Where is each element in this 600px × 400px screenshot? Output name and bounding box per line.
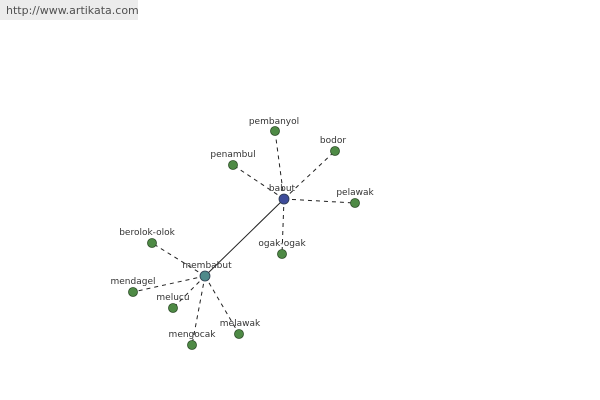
node-label-mengocak[interactable]: mengocak — [169, 330, 217, 340]
node-label-pelawak[interactable]: pelawak — [336, 188, 374, 198]
node-membabut[interactable] — [199, 270, 211, 282]
edge-babut-membabut — [204, 198, 285, 277]
node-label-melucu[interactable]: melucu — [156, 293, 189, 303]
node-pembanyol[interactable] — [270, 126, 280, 136]
node-mengocak[interactable] — [187, 340, 197, 350]
node-pelawak[interactable] — [350, 198, 360, 208]
site-url-link[interactable]: http://www.artikata.com — [6, 4, 139, 17]
node-label-mendagel[interactable]: mendagel — [111, 277, 156, 287]
node-label-penambul[interactable]: penambul — [210, 150, 255, 160]
edge-membabut-berolok-olok — [151, 242, 206, 277]
labels-layer: babut membabut pembanyol bodor penambul pelaw… — [111, 117, 375, 340]
node-penambul[interactable] — [228, 160, 238, 170]
node-mendagel[interactable] — [128, 287, 138, 297]
node-melawak[interactable] — [234, 329, 244, 339]
node-melucu[interactable] — [168, 303, 178, 313]
node-label-membabut[interactable]: membabut — [182, 261, 232, 271]
node-label-berolok-olok[interactable]: berolok-olok — [119, 228, 175, 238]
url-bar: http://www.artikata.com — [0, 0, 139, 20]
edges-layer — [132, 130, 356, 346]
edge-babut-pembanyol — [274, 130, 285, 200]
edge-babut-penambul — [232, 164, 285, 200]
node-ogak-ogak[interactable] — [277, 249, 287, 259]
edge-babut-pelawak — [283, 198, 356, 204]
edge-membabut-mengocak — [191, 275, 206, 346]
node-label-bodor[interactable]: bodor — [320, 136, 346, 146]
nodes-layer — [128, 126, 360, 350]
node-babut[interactable] — [278, 193, 290, 205]
edge-babut-bodor — [283, 150, 336, 200]
edge-membabut-melawak — [204, 275, 240, 335]
edge-babut-ogak-ogak — [281, 198, 285, 255]
node-bodor[interactable] — [330, 146, 340, 156]
node-label-melawak[interactable]: melawak — [220, 319, 261, 329]
node-label-pembanyol[interactable]: pembanyol — [249, 117, 299, 127]
node-label-ogak-ogak[interactable]: ogak-ogak — [258, 239, 306, 249]
node-label-babut[interactable]: babut — [269, 184, 296, 194]
node-berolok-olok[interactable] — [147, 238, 157, 248]
